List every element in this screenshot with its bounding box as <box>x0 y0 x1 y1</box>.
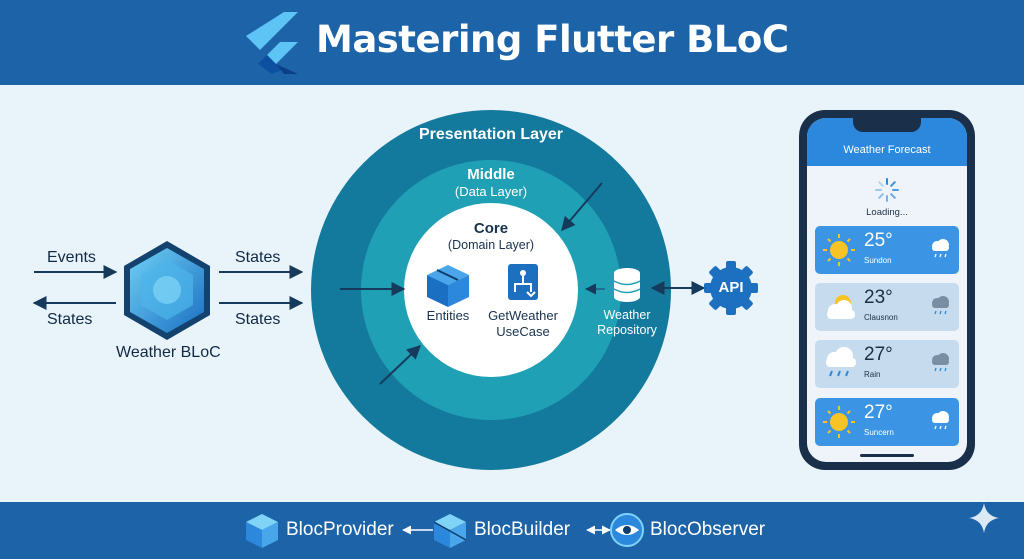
footer-bar <box>0 502 1024 559</box>
card-city: Rain <box>864 370 881 379</box>
weather-bloc-label: Weather BLoC <box>116 344 221 361</box>
entities-label: Entities <box>426 308 470 323</box>
core-subtitle: (Domain Layer) <box>447 238 535 252</box>
weather-card[interactable]: 23° Clausnon <box>815 283 959 331</box>
states-out-label: States <box>47 311 93 328</box>
home-indicator <box>860 454 914 457</box>
data-layer-subtitle: (Data Layer) <box>454 184 528 199</box>
weather-card[interactable]: 27° Suncern <box>815 398 959 446</box>
arrow-into-core-bottom <box>379 345 422 385</box>
weather-card[interactable]: 27° Rain <box>815 340 959 388</box>
sun-icon <box>823 234 949 266</box>
app-title: Weather Forecast <box>843 144 931 156</box>
bloc-observer-label: BlocObserver <box>650 519 766 540</box>
core-title: Core <box>473 220 509 237</box>
repository-label-line2: Repository <box>597 323 657 337</box>
box-icon <box>427 265 469 307</box>
usecase-label-line1: GetWeather <box>488 308 558 323</box>
card-temperature: 27° <box>864 344 893 365</box>
rain-cloud-icon <box>826 347 949 377</box>
database-icon <box>613 268 641 302</box>
usecase-icon <box>508 264 538 300</box>
loading-spinner-icon <box>875 178 899 202</box>
page-title: Mastering Flutter BLoC <box>316 18 789 61</box>
usecase-label-line2: UseCase <box>496 324 550 339</box>
bloc-provider-label: BlocProvider <box>286 519 394 540</box>
arrow-into-core-top <box>561 182 603 232</box>
card-temperature: 25° <box>864 230 893 251</box>
api-label: API <box>718 279 744 296</box>
card-temperature: 27° <box>864 402 893 423</box>
domain-core <box>404 203 578 377</box>
loading-text: Loading... <box>866 207 908 218</box>
presentation-layer-label: Presentation Layer <box>418 126 564 143</box>
header-bar <box>0 0 1024 85</box>
card-temperature: 23° <box>864 287 893 308</box>
card-city: Sundon <box>864 256 892 265</box>
partly-cloudy-icon <box>827 295 949 319</box>
sun-icon <box>823 406 949 438</box>
phone-notch <box>853 118 921 132</box>
phone-screen: Weather Forecast Loading... 25° <box>807 118 967 462</box>
states-right-bottom-label: States <box>235 311 281 328</box>
data-layer-title: Middle <box>467 166 515 183</box>
events-label: Events <box>47 249 96 266</box>
repository-label-line1: Weather <box>603 308 651 322</box>
gear-icon <box>704 261 758 315</box>
states-right-top-label: States <box>235 249 281 266</box>
bloc-hexagon-icon <box>124 241 210 340</box>
card-city: Clausnon <box>864 313 898 322</box>
weather-card[interactable]: 25° Sundon <box>815 226 959 274</box>
card-city: Suncern <box>864 428 894 437</box>
bloc-builder-label: BlocBuilder <box>474 519 571 540</box>
